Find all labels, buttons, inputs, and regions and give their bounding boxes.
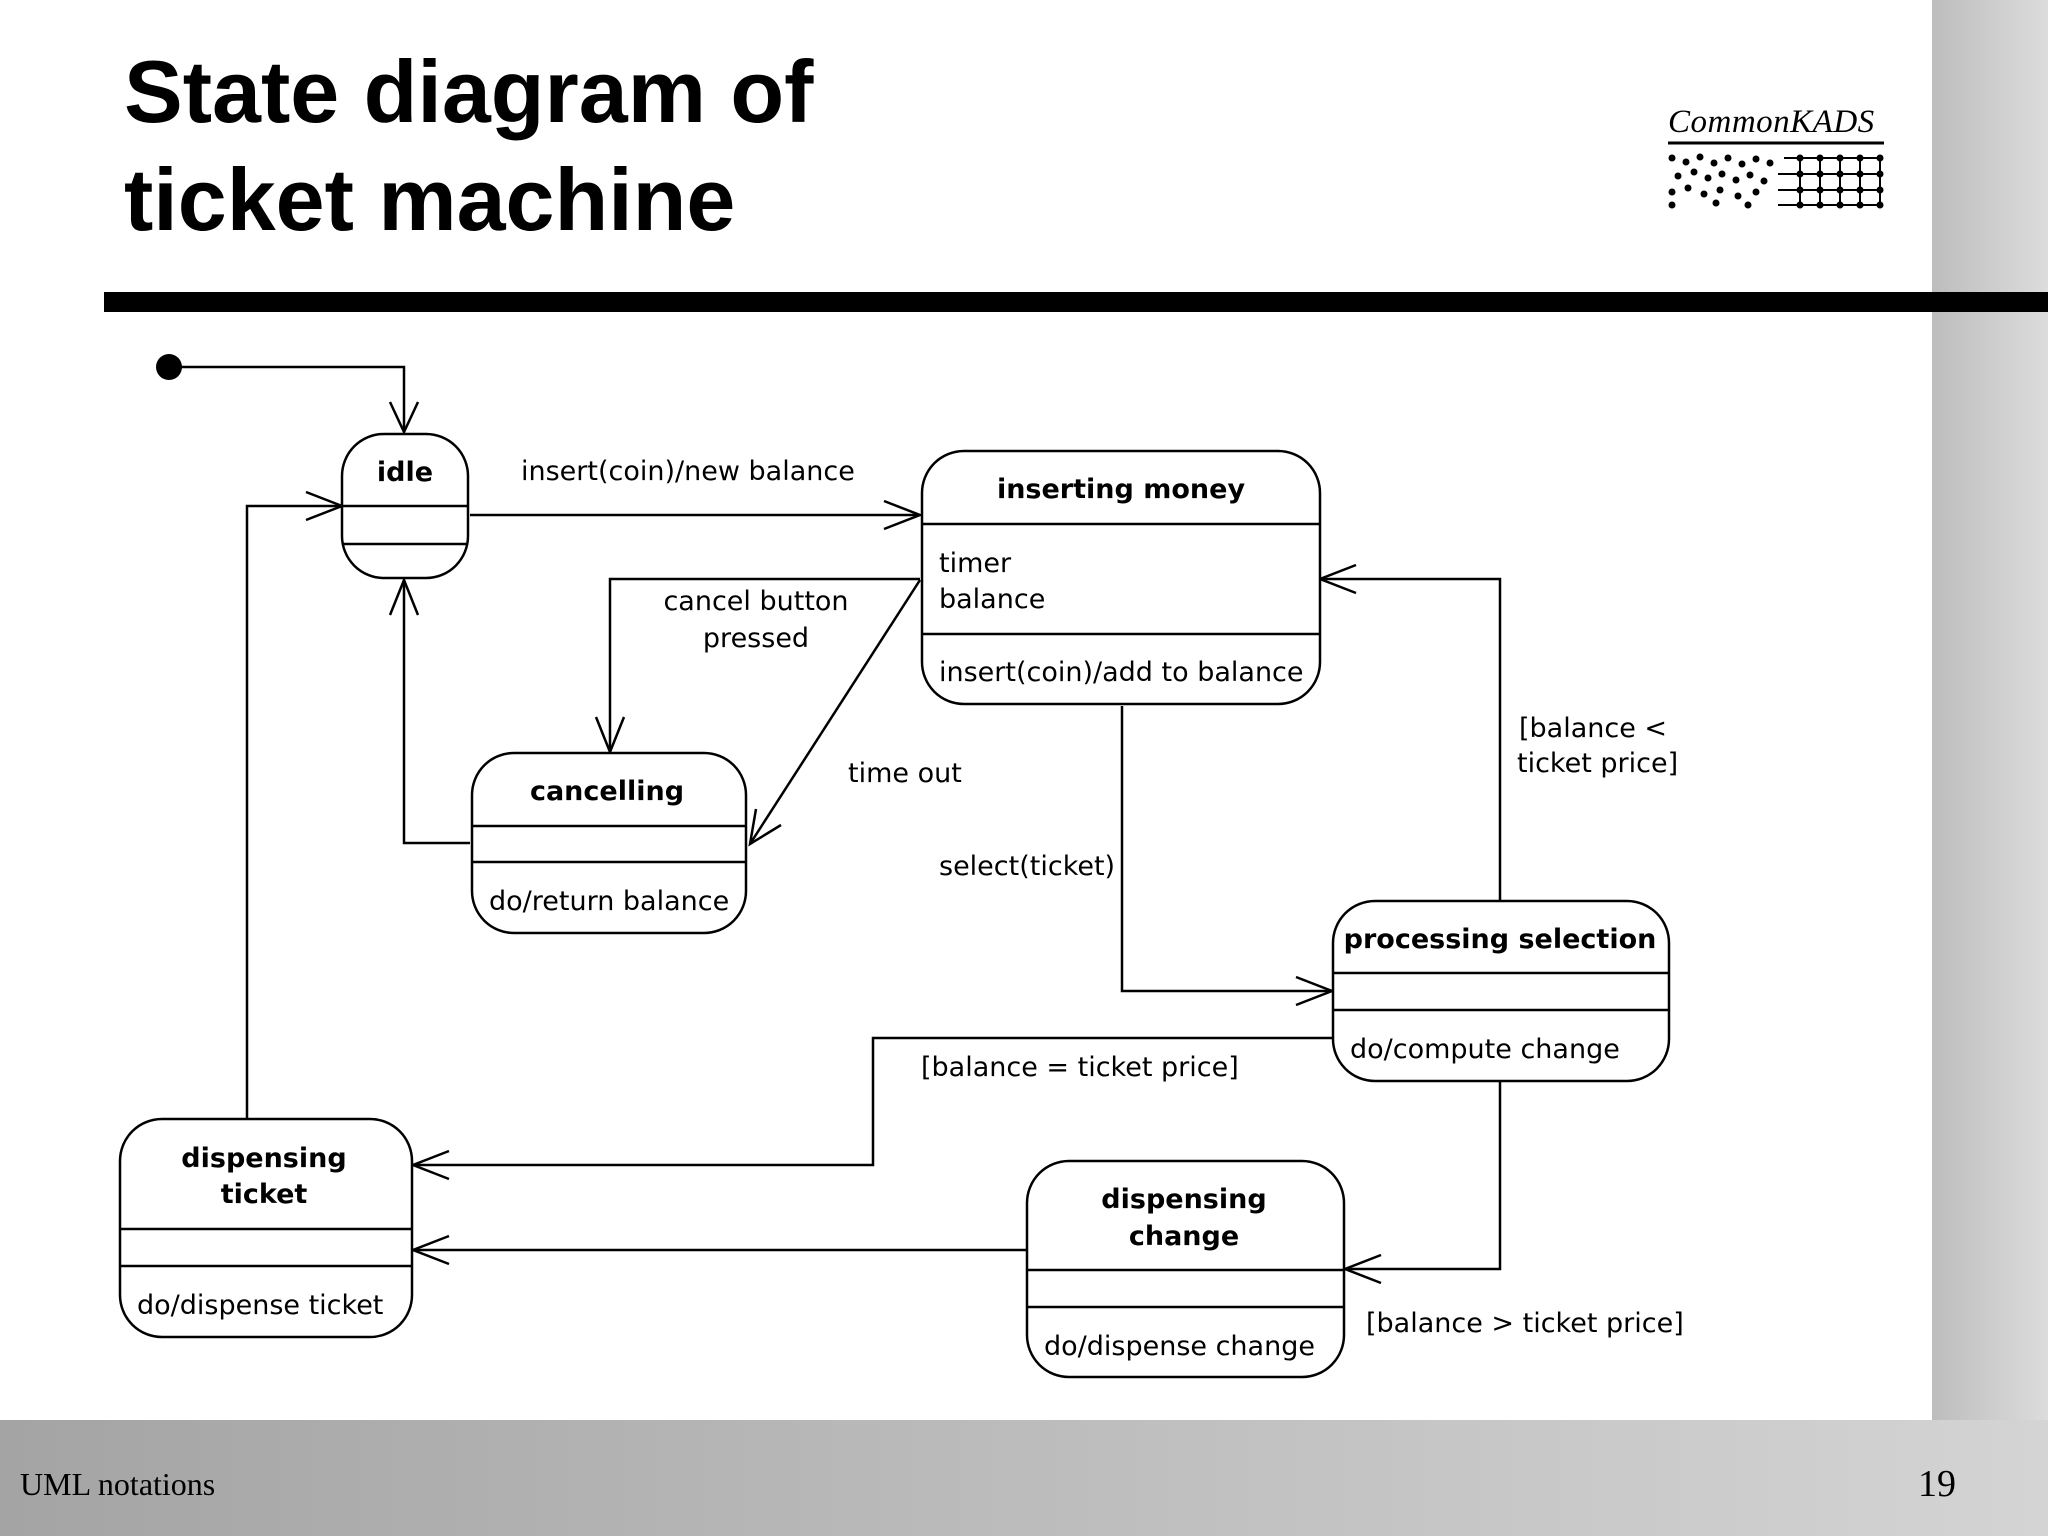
state-idle: idle <box>340 432 470 580</box>
edge-timeout <box>748 579 922 845</box>
label-select-ticket: select(ticket) <box>939 851 1115 882</box>
state-dispensing-ticket-activity: do/dispense ticket <box>137 1290 383 1321</box>
bottom-gray-band <box>0 1420 2048 1536</box>
state-processing-selection: processing selection do/compute change <box>1331 899 1671 1083</box>
arrowhead-idle-inserting <box>883 499 924 531</box>
state-dispensing-change-name-1: dispensing <box>1101 1184 1266 1215</box>
edge-select-ticket <box>1120 706 1332 993</box>
slide-title-line-1: State diagram of <box>124 42 814 141</box>
edge-balance-greater <box>1345 1081 1502 1271</box>
state-dispensing-ticket: dispensing ticket do/dispense ticket <box>118 1117 414 1339</box>
state-cancelling: cancelling do/return balance <box>470 751 748 935</box>
edge-dispensing-ticket-to-idle <box>245 504 342 1118</box>
edge-balance-equal <box>413 1036 1332 1167</box>
label-cancel-line-1: cancel button <box>663 586 848 617</box>
slide-title: State diagram of ticket machine <box>124 38 813 254</box>
state-cancelling-name: cancelling <box>530 776 684 807</box>
label-balance-less-2: ticket price] <box>1517 748 1678 779</box>
arrowhead-timeout <box>748 808 782 847</box>
state-dispensing-change-name-2: change <box>1129 1221 1239 1252</box>
label-cancel-line-2: pressed <box>703 623 809 654</box>
state-idle-name: idle <box>377 457 433 488</box>
state-processing-selection-activity: do/compute change <box>1350 1034 1620 1065</box>
state-cancelling-activity: do/return balance <box>489 886 729 917</box>
commonkads-logo-icon <box>1668 141 1884 209</box>
label-time-out: time out <box>848 758 962 789</box>
footer-section-title: UML notations <box>20 1466 216 1502</box>
label-balance-equal: [balance = ticket price] <box>921 1052 1239 1083</box>
state-inserting-money-activity: insert(coin)/add to balance <box>939 657 1304 688</box>
arrowhead-initial-idle <box>388 401 420 435</box>
state-inserting-money-name: inserting money <box>997 474 1246 505</box>
state-dispensing-ticket-name-2: ticket <box>221 1179 308 1210</box>
right-gray-band <box>1932 0 2048 1536</box>
state-processing-selection-name: processing selection <box>1344 924 1657 955</box>
state-dispensing-change: dispensing change do/dispense change <box>1025 1159 1346 1379</box>
state-inserting-money-attr-timer: timer <box>939 548 1012 579</box>
title-underline-bar <box>104 292 2048 312</box>
label-insert-coin: insert(coin)/new balance <box>521 456 855 487</box>
edge-inserting-to-cancelling <box>608 577 920 752</box>
edge-balance-less <box>1320 577 1502 900</box>
state-dispensing-ticket-name-1: dispensing <box>181 1143 346 1174</box>
commonkads-logo-text: CommonKADS <box>1668 104 1875 140</box>
label-balance-less-1: [balance < <box>1519 713 1667 744</box>
state-dispensing-change-activity: do/dispense change <box>1044 1331 1315 1362</box>
page-number: 19 <box>1918 1463 1956 1505</box>
state-inserting-money: inserting money timer balance insert(coi… <box>920 449 1322 706</box>
edge-cancelling-to-idle <box>402 580 470 845</box>
arrowhead-to-idle-bottom <box>388 576 420 616</box>
edge-initial-to-idle <box>169 365 406 432</box>
label-balance-greater: [balance > ticket price] <box>1366 1308 1684 1339</box>
state-inserting-money-attr-balance: balance <box>939 584 1045 615</box>
slide-title-line-2: ticket machine <box>124 150 736 249</box>
